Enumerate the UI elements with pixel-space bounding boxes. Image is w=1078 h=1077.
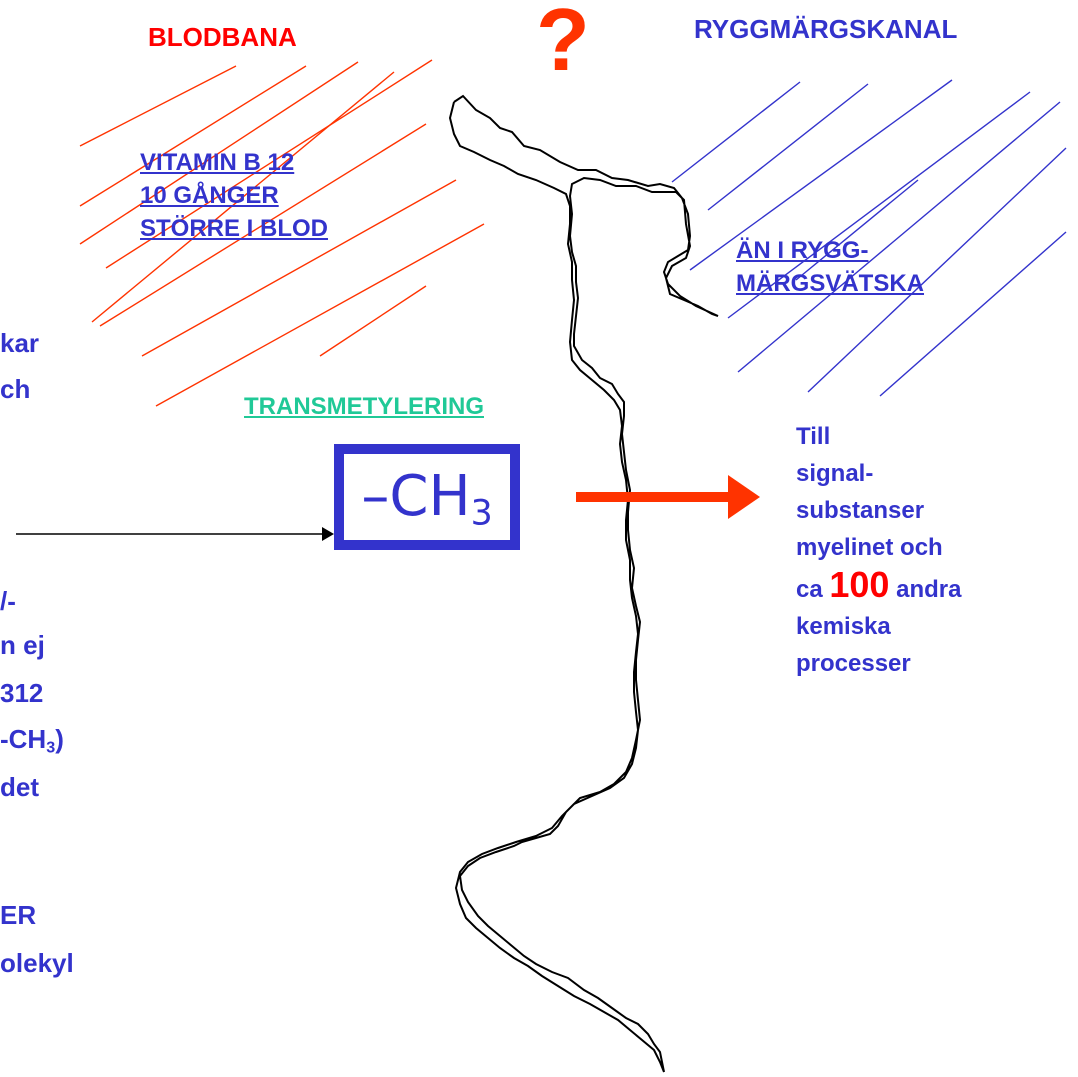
outcome-line: Till	[796, 423, 831, 450]
outcome-line: processer	[796, 650, 911, 677]
left-fragment: -CH3)	[0, 724, 64, 757]
left-fragment: det	[0, 772, 39, 802]
outcome-line: ca 100 andra	[796, 564, 962, 605]
question-mark: ?	[536, 0, 590, 89]
csf-note-line: MÄRGSVÄTSKA	[736, 270, 925, 297]
arrow-right-icon	[576, 475, 760, 519]
csf-title: RYGGMÄRGSKANAL	[694, 14, 958, 44]
blood-title: BLODBANA	[148, 22, 297, 52]
left-fragment: 312	[0, 678, 44, 708]
blood-note-line: STÖRRE I BLOD	[140, 215, 329, 242]
arrow-right-icon	[16, 527, 334, 541]
methyl-formula: –CH3	[361, 464, 493, 534]
outcome-line: signal-	[796, 460, 874, 487]
csf-note-line: ÄN I RYGG-	[736, 237, 869, 264]
left-fragment: olekyl	[0, 948, 74, 978]
outcome-line: kemiska	[796, 613, 891, 640]
csf-note: ÄN I RYGG- MÄRGSVÄTSKA	[736, 234, 924, 300]
barrier-line	[448, 94, 719, 1073]
blood-hatching	[79, 59, 485, 407]
count-100: 100	[829, 564, 890, 605]
left-fragment: n ej	[0, 630, 45, 660]
outcome-line: myelinet och	[796, 534, 943, 561]
blood-note: VITAMIN B 12 10 GÅNGER STÖRRE I BLOD	[140, 146, 328, 245]
blood-note-line: 10 GÅNGER	[140, 182, 279, 209]
left-fragment: /-	[0, 586, 16, 616]
outcome-line: substanser	[796, 497, 925, 524]
left-fragment: ER	[0, 900, 37, 930]
left-fragment: kar	[0, 328, 40, 358]
blood-note-line: VITAMIN B 12	[140, 149, 295, 176]
process-label: TRANSMETYLERING	[244, 393, 484, 420]
outcome-text: Till signal- substanser myelinet och ca …	[796, 418, 961, 682]
left-fragment: ch	[0, 374, 31, 404]
csf-hatching	[671, 79, 1067, 397]
methyl-group-box: –CH3	[334, 444, 520, 550]
